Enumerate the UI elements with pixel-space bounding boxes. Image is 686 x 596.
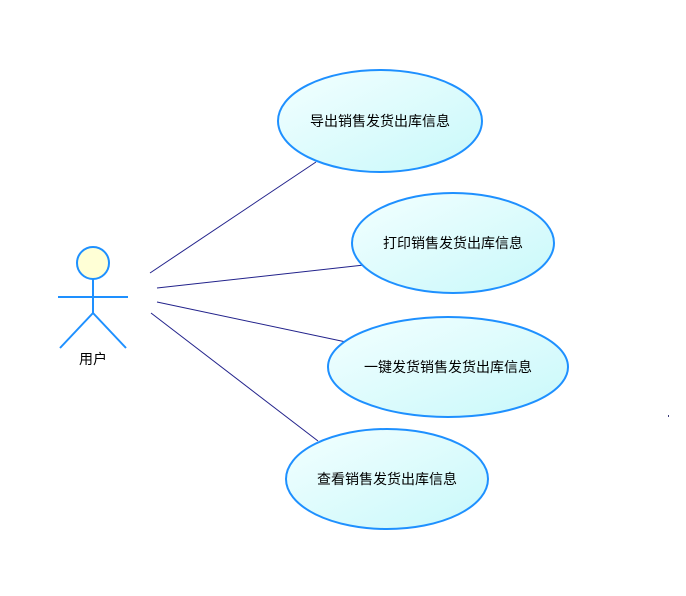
- association-line-oneclick: [156, 301, 347, 343]
- use-case-view[interactable]: 查看销售发货出库信息: [285, 428, 489, 530]
- use-case-view-ellipse: [285, 428, 489, 530]
- stray-dot: [668, 415, 669, 417]
- actor-head: [76, 246, 110, 280]
- use-case-oneclick-ship-label: 一键发货销售发货出库信息: [364, 359, 532, 376]
- use-case-print-label: 打印销售发货出库信息: [383, 235, 523, 252]
- use-case-export[interactable]: 导出销售发货出库信息: [277, 69, 483, 173]
- use-case-oneclick-ship-ellipse: [327, 316, 569, 418]
- actor-user[interactable]: 用户: [58, 246, 128, 368]
- actor-right-leg: [92, 312, 127, 349]
- use-case-print[interactable]: 打印销售发货出库信息: [351, 192, 555, 294]
- use-case-view-label: 查看销售发货出库信息: [317, 471, 457, 488]
- actor-label: 用户: [79, 351, 107, 368]
- use-case-oneclick-ship[interactable]: 一键发货销售发货出库信息: [327, 316, 569, 418]
- use-case-print-ellipse: [351, 192, 555, 294]
- associations: [149, 161, 365, 442]
- actor-left-leg: [59, 312, 94, 349]
- association-line-export: [149, 161, 317, 274]
- use-case-export-label: 导出销售发货出库信息: [310, 113, 450, 130]
- association-line-view: [150, 312, 319, 442]
- association-line-print: [156, 264, 365, 289]
- use-case-export-ellipse: [277, 69, 483, 173]
